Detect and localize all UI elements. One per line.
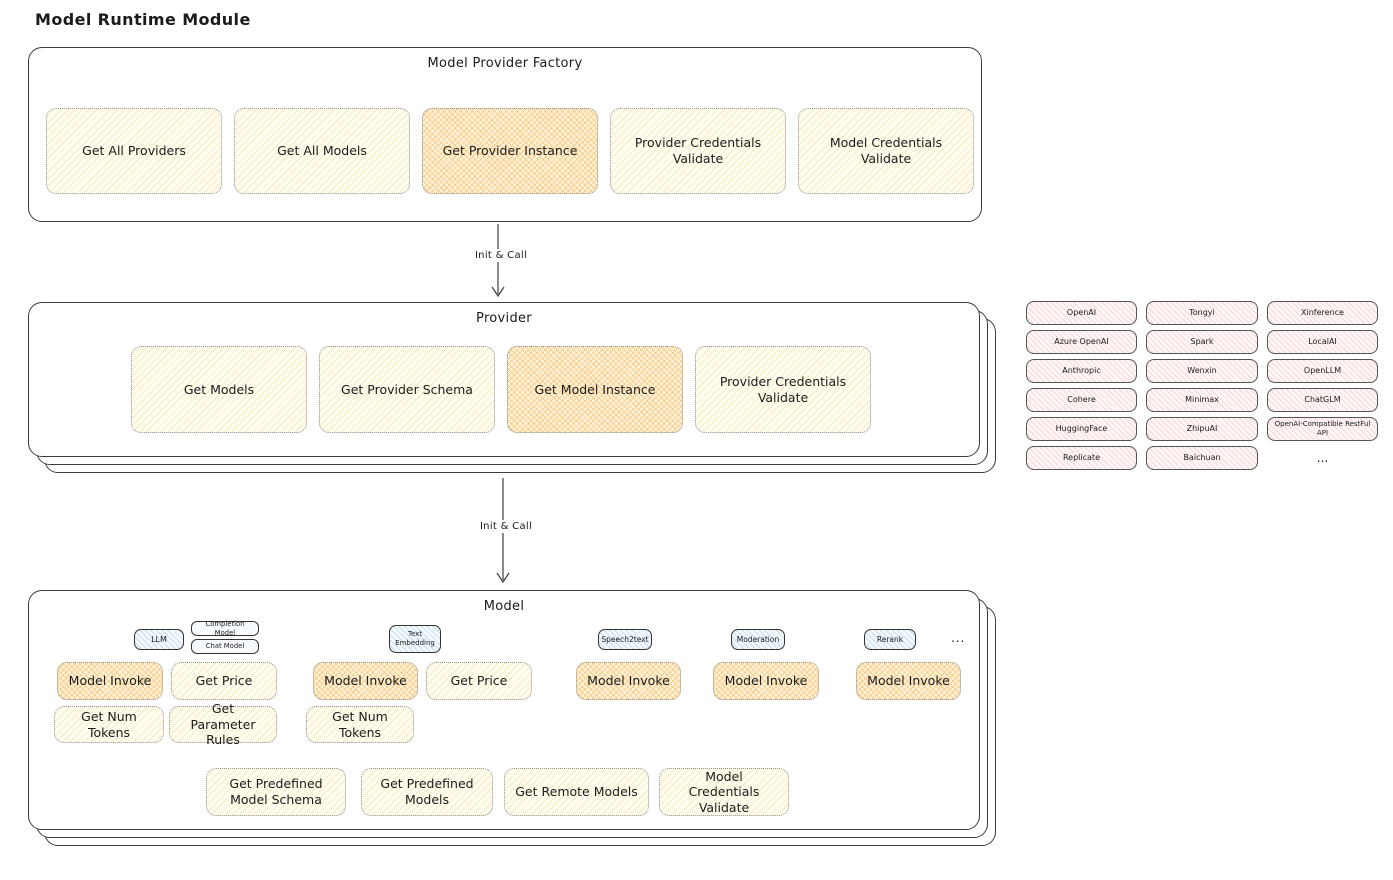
tag-llm: LLM: [134, 629, 184, 650]
node-get-provider-schema: Get Provider Schema: [319, 346, 495, 433]
provider-xinference: Xinference: [1267, 301, 1378, 325]
provider-grid-more: ...: [1316, 451, 1329, 465]
provider-huggingface: HuggingFace: [1026, 417, 1137, 441]
factory-items-row: Get All Providers Get All Models Get Pro…: [46, 108, 974, 194]
provider-openai: OpenAI: [1026, 301, 1137, 325]
node-get-num-tokens-llm: Get Num Tokens: [54, 706, 164, 743]
arrow2-label: Init & Call: [464, 520, 548, 533]
node-get-predefined-models: Get Predefined Models: [361, 768, 493, 816]
node-get-provider-instance: Get Provider Instance: [422, 108, 598, 194]
node-provider-credentials-validate: Provider Credentials Validate: [610, 108, 786, 194]
tag-text-embedding: Text Embedding: [389, 625, 441, 653]
tag-moderation: Moderation: [731, 629, 785, 650]
node-model-invoke-llm: Model Invoke: [57, 662, 163, 700]
node-model-invoke-speech2text: Model Invoke: [576, 662, 681, 700]
provider-items-row: Get Models Get Provider Schema Get Model…: [131, 346, 871, 433]
node-get-all-models: Get All Models: [234, 108, 410, 194]
provider-zhipuai: ZhipuAI: [1146, 417, 1258, 441]
provider-anthropic: Anthropic: [1026, 359, 1137, 383]
node-get-price-llm: Get Price: [171, 662, 277, 700]
provider-azure-openai: Azure OpenAI: [1026, 330, 1137, 354]
model-tags-more: ...: [951, 631, 966, 645]
node-model-invoke-moderation: Model Invoke: [713, 662, 819, 700]
tag-completion-model: Completion Model: [191, 620, 259, 637]
provider-baichuan: Baichuan: [1146, 446, 1258, 470]
node-model-invoke-rerank: Model Invoke: [856, 662, 961, 700]
node-get-model-instance: Get Model Instance: [507, 346, 683, 433]
node-get-num-tokens-text-embedding: Get Num Tokens: [306, 706, 414, 743]
provider-tongyi: Tongyi: [1146, 301, 1258, 325]
provider-container: Provider Get Models Get Provider Schema …: [28, 302, 980, 457]
provider-replicate: Replicate: [1026, 446, 1137, 470]
provider-name-grid: OpenAI Tongyi Xinference Azure OpenAI Sp…: [1026, 301, 1378, 470]
tag-speech2text: Speech2text: [598, 629, 652, 650]
provider-cohere: Cohere: [1026, 388, 1137, 412]
node-get-price-text-embedding: Get Price: [426, 662, 532, 700]
tag-rerank: Rerank: [864, 629, 916, 650]
node-get-models: Get Models: [131, 346, 307, 433]
provider-openllm: OpenLLM: [1267, 359, 1378, 383]
provider-minimax: Minimax: [1146, 388, 1258, 412]
tag-chat-model: Chat Model: [191, 639, 259, 654]
factory-title: Model Provider Factory: [427, 56, 583, 71]
node-model-credentials-validate: Model Credentials Validate: [798, 108, 974, 194]
provider-openai-compatible: OpenAI-Compatible RestFul API: [1267, 417, 1378, 441]
node-get-all-providers: Get All Providers: [46, 108, 222, 194]
node-model-invoke-text-embedding: Model Invoke: [313, 662, 418, 700]
node-model-credentials-validate-2: Model Credentials Validate: [659, 768, 789, 816]
provider-spark: Spark: [1146, 330, 1258, 354]
arrow1-label: Init & Call: [459, 249, 543, 262]
node-provider-credentials-validate-2: Provider Credentials Validate: [695, 346, 871, 433]
node-get-parameter-rules: Get Parameter Rules: [169, 701, 277, 747]
model-title: Model: [483, 599, 525, 614]
node-get-predefined-model-schema: Get Predefined Model Schema: [206, 768, 346, 816]
model-container: Model LLM Completion Model Chat Model Te…: [28, 590, 980, 830]
provider-wenxin: Wenxin: [1146, 359, 1258, 383]
node-get-remote-models: Get Remote Models: [504, 768, 649, 816]
provider-chatglm: ChatGLM: [1267, 388, 1378, 412]
provider-title: Provider: [476, 311, 532, 326]
page-title: Model Runtime Module: [35, 10, 251, 29]
provider-localai: LocalAI: [1267, 330, 1378, 354]
factory-container: Model Provider Factory Get All Providers…: [28, 47, 982, 222]
